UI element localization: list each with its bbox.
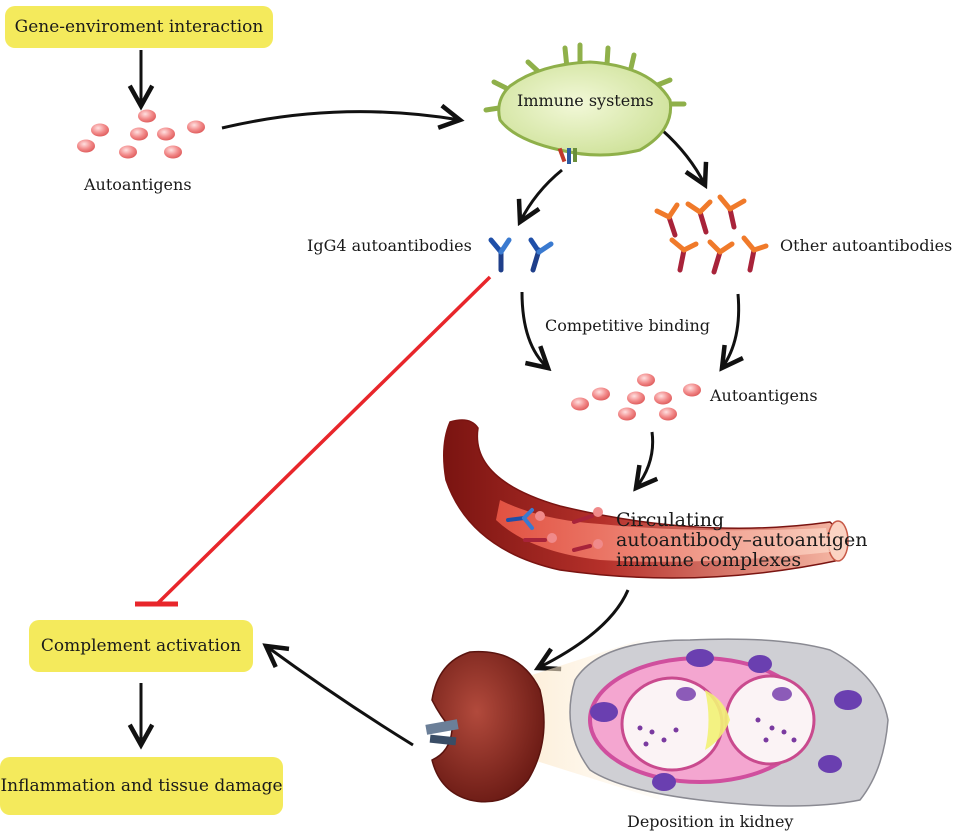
label-other-autoantibodies: Other autoantibodies bbox=[780, 236, 953, 255]
label-circulating-line1: Circulating bbox=[616, 509, 725, 531]
arrow-antigens-to-immune bbox=[221, 112, 460, 128]
label-autoantigens-mid: Autoantigens bbox=[710, 386, 818, 405]
arrow-antigens-to-vessel bbox=[636, 431, 653, 488]
autoantigens-cluster-mid bbox=[571, 373, 701, 421]
arrow-vessel-to-kidney bbox=[538, 589, 630, 668]
blood-vessel bbox=[443, 419, 849, 579]
igg4-antibodies bbox=[488, 237, 554, 273]
box-complement-activation: Complement activation bbox=[29, 620, 253, 672]
arrow-igg4-to-antigens bbox=[520, 291, 548, 368]
other-autoantibodies bbox=[654, 194, 769, 275]
kidney bbox=[425, 650, 545, 803]
label-circulating-line2: autoantibody–autoantigen bbox=[616, 529, 868, 551]
immune-cell bbox=[483, 42, 687, 164]
label-immune-systems: Immune systems bbox=[517, 91, 654, 110]
label-deposition-in-kidney: Deposition in kidney bbox=[627, 812, 794, 831]
label-competitive-binding: Competitive binding bbox=[545, 316, 711, 335]
arrow-immune-to-other bbox=[661, 128, 705, 185]
inhibition-line bbox=[135, 275, 492, 607]
arrow-immune-to-igg4 bbox=[520, 168, 563, 222]
arrow-other-to-antigens bbox=[722, 293, 739, 368]
label-igg4-autoantibodies: IgG4 autoantibodies bbox=[307, 236, 472, 255]
kidney-tissue-section bbox=[569, 638, 889, 807]
arrow-kidney-to-complement bbox=[266, 646, 414, 747]
autoantigens-cluster-top bbox=[77, 109, 205, 159]
label-circulating-line3: immune complexes bbox=[616, 549, 802, 571]
box-gene-environment: Gene-enviroment interaction bbox=[5, 6, 273, 48]
box-inflammation: Inflammation and tissue damage bbox=[0, 757, 283, 815]
label-autoantigens-top: Autoantigens bbox=[84, 175, 192, 194]
